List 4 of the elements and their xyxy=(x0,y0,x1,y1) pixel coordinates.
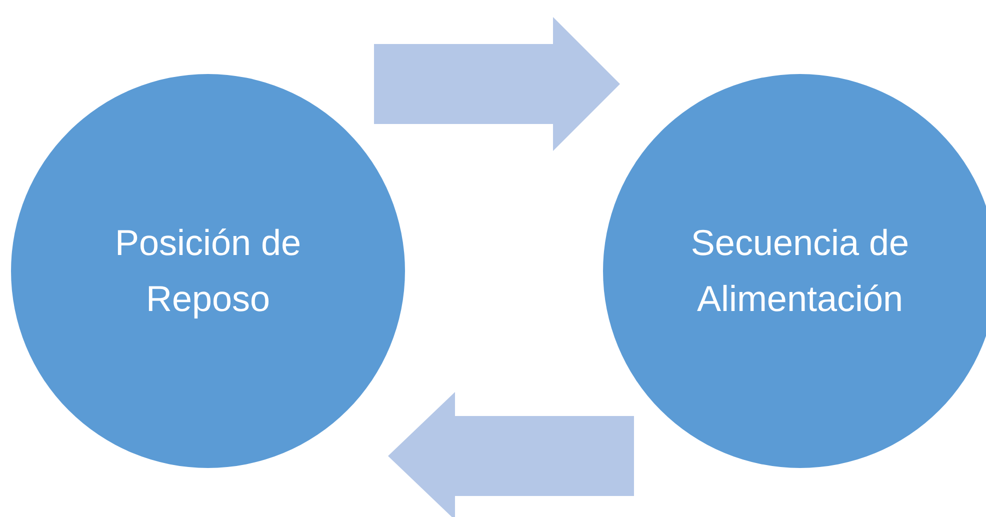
block-arrow xyxy=(374,17,620,151)
node-label: Secuencia de Alimentación xyxy=(690,221,910,321)
block-arrow xyxy=(388,392,634,517)
node-label: Posición de Reposo xyxy=(114,221,302,321)
